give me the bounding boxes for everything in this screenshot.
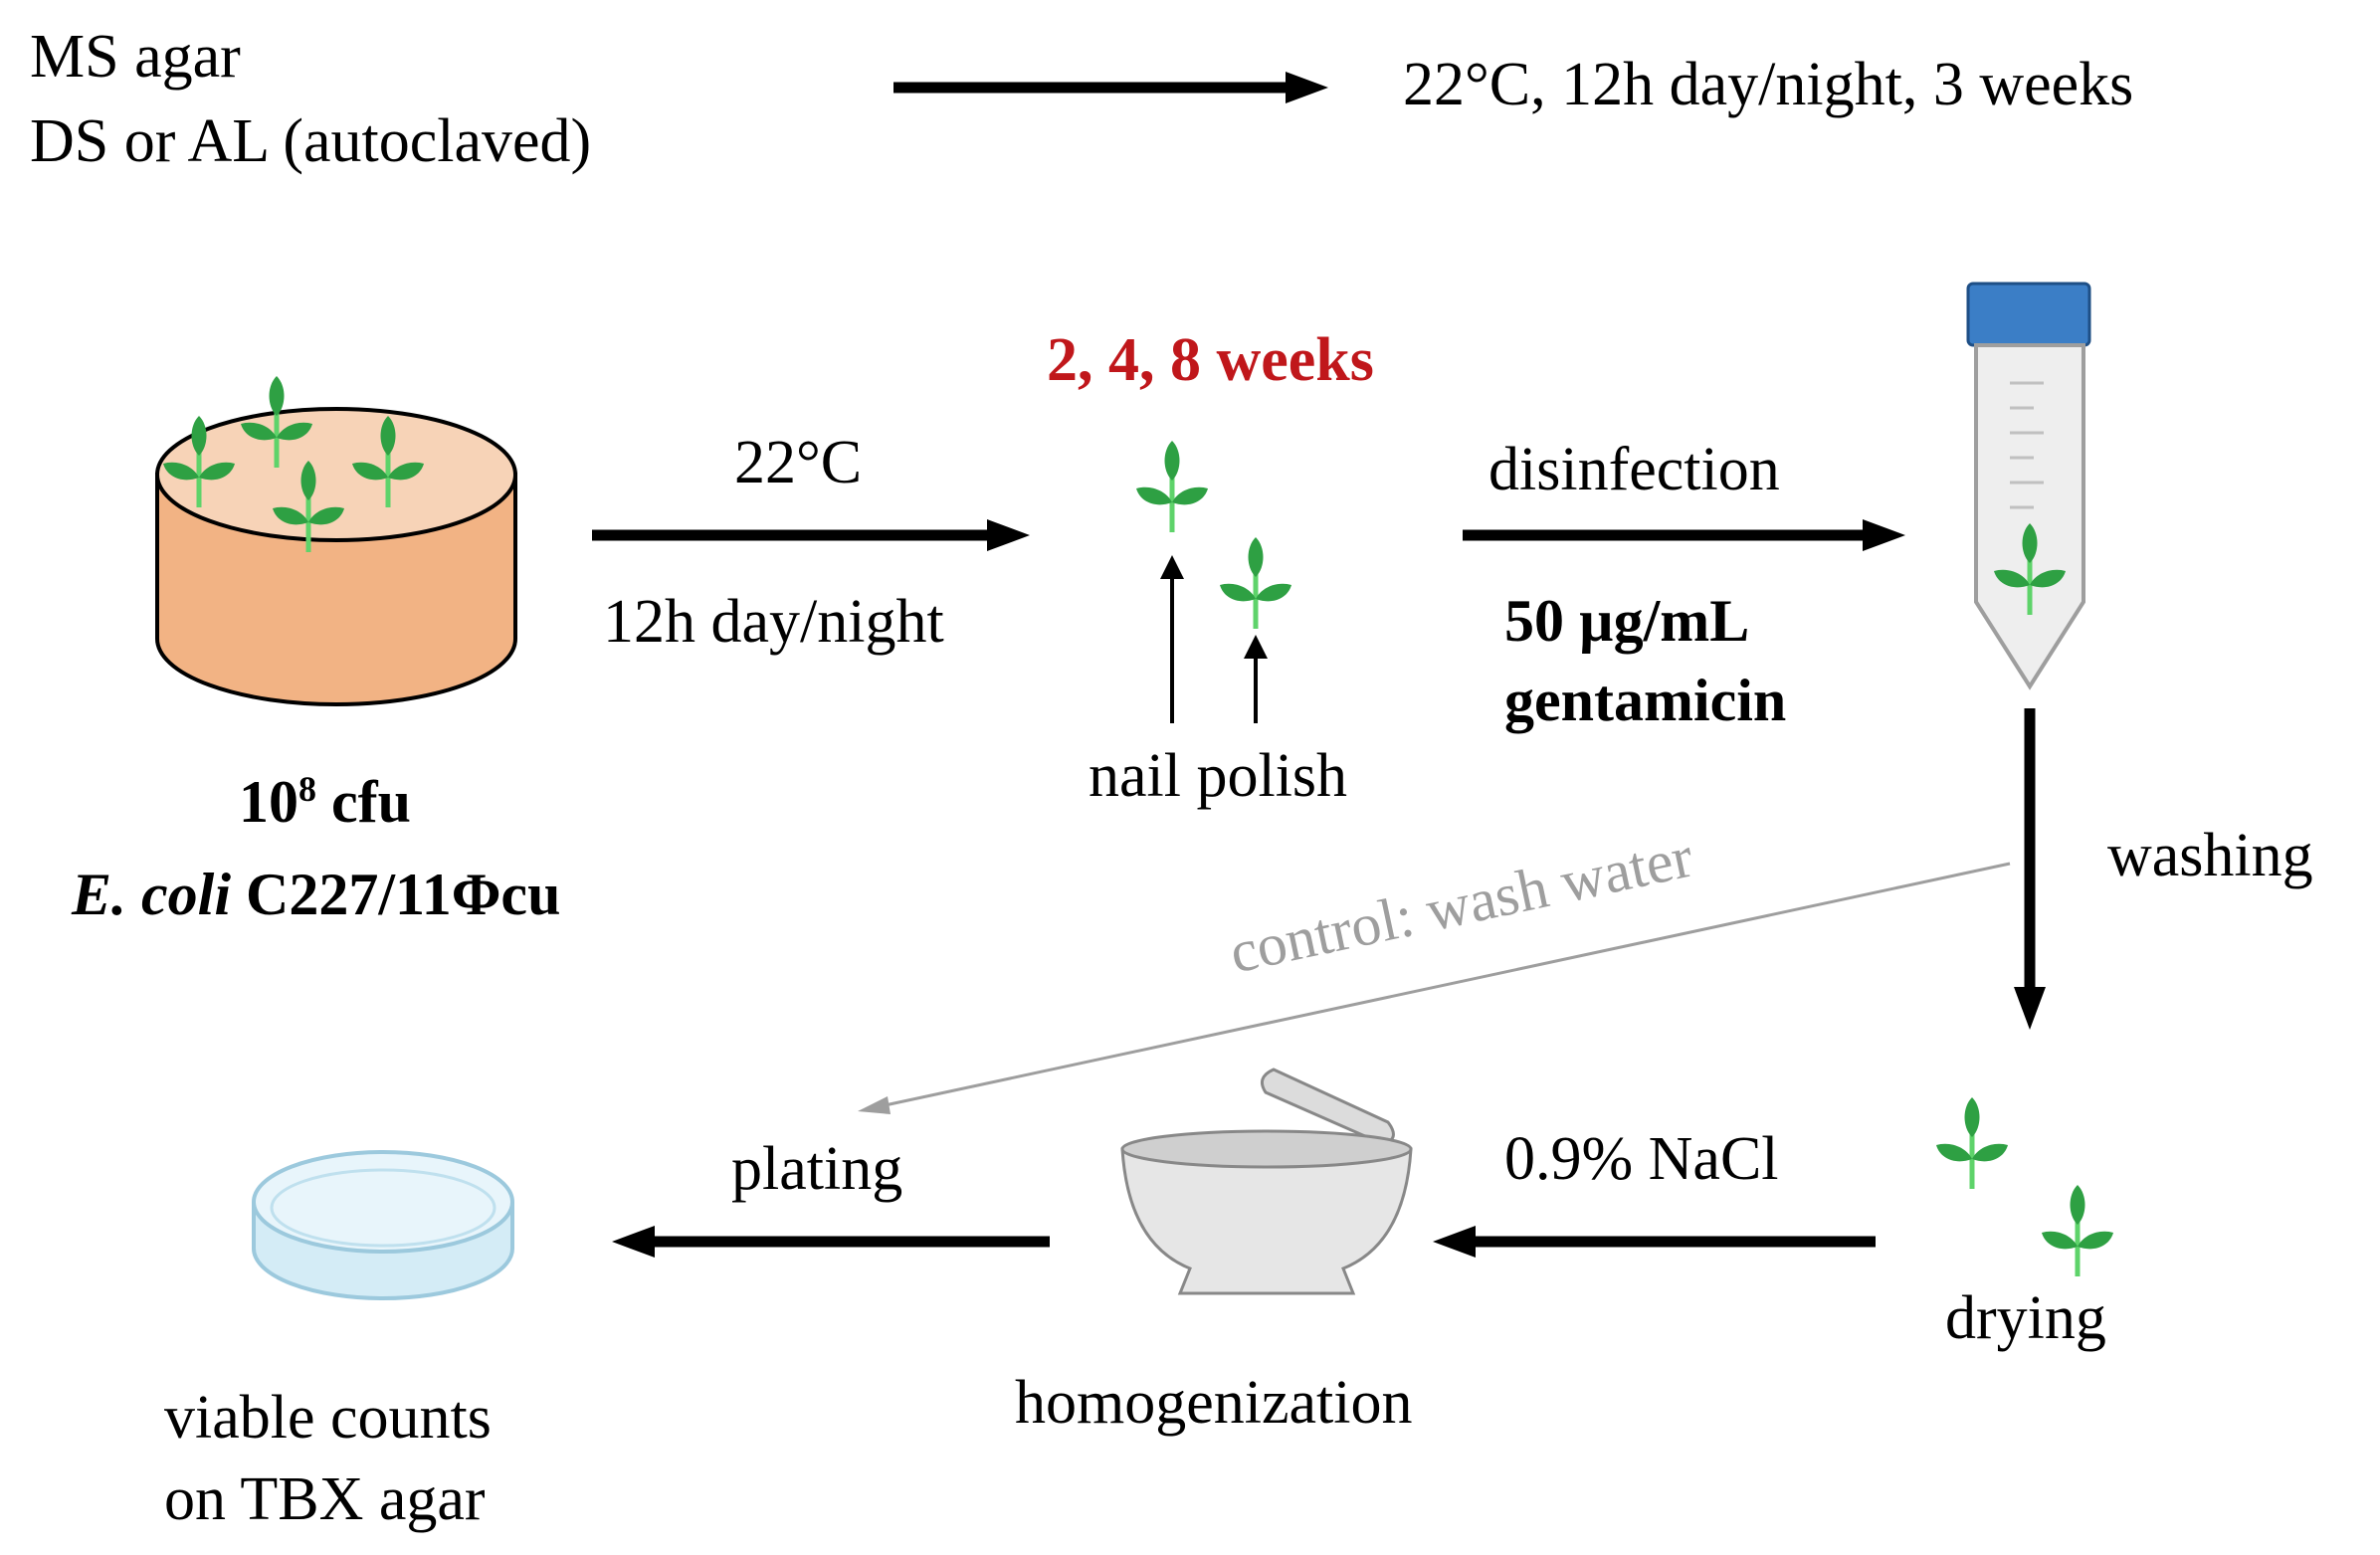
organism-strain: C227/11Φcu bbox=[231, 862, 561, 927]
petri-dish-icon bbox=[252, 1150, 514, 1300]
step3-label: washing bbox=[2107, 822, 2313, 889]
timepoints: 2, 4, 8 weeks bbox=[1047, 326, 1374, 394]
inoculum-dose: 108 cfu bbox=[239, 768, 411, 837]
arrow-control bbox=[858, 862, 2011, 1114]
step1-top: 22°C bbox=[734, 429, 863, 496]
arrow-washing bbox=[2014, 708, 2046, 1030]
header-arrow bbox=[893, 72, 1328, 103]
drying-seedling-icon bbox=[1936, 1097, 2113, 1276]
agar-cup-icon bbox=[155, 376, 517, 706]
dose-exponent: 8 bbox=[298, 769, 316, 809]
step7-label: plating bbox=[731, 1135, 903, 1203]
step1-bottom: 12h day/night bbox=[603, 588, 944, 656]
step2-antibiotic: gentamicin bbox=[1504, 668, 1787, 733]
arrow-nacl bbox=[1433, 1226, 1876, 1258]
header-line2: DS or AL (autoclaved) bbox=[30, 107, 592, 175]
arrow-disinfection bbox=[1463, 519, 1905, 551]
header-line1: MS agar bbox=[30, 23, 241, 91]
step4-label: drying bbox=[1945, 1284, 2106, 1352]
step5-label: 0.9% NaCl bbox=[1504, 1125, 1779, 1193]
dose-unit: cfu bbox=[316, 769, 411, 835]
marker-label: nail polish bbox=[1089, 742, 1348, 810]
result-line2: on TBX agar bbox=[164, 1465, 486, 1533]
inoculum-organism: E. coli C227/11Φcu bbox=[72, 861, 560, 929]
falcon-tube-icon bbox=[1966, 282, 2091, 690]
arrow-incubation bbox=[592, 519, 1030, 551]
result-line1: viable counts bbox=[164, 1384, 492, 1452]
organism-italic: E. coli bbox=[72, 862, 231, 927]
seedling-icon bbox=[1136, 441, 1291, 723]
step2-concentration: 50 µg/mL bbox=[1504, 588, 1750, 654]
header-condition: 22°C, 12h day/night, 3 weeks bbox=[1403, 51, 2134, 118]
step6-label: homogenization bbox=[1015, 1369, 1413, 1437]
dose-base: 10 bbox=[239, 769, 298, 835]
step2-top: disinfection bbox=[1488, 436, 1780, 503]
mortar-pestle-icon bbox=[1120, 1068, 1413, 1295]
arrow-plating bbox=[612, 1226, 1050, 1258]
